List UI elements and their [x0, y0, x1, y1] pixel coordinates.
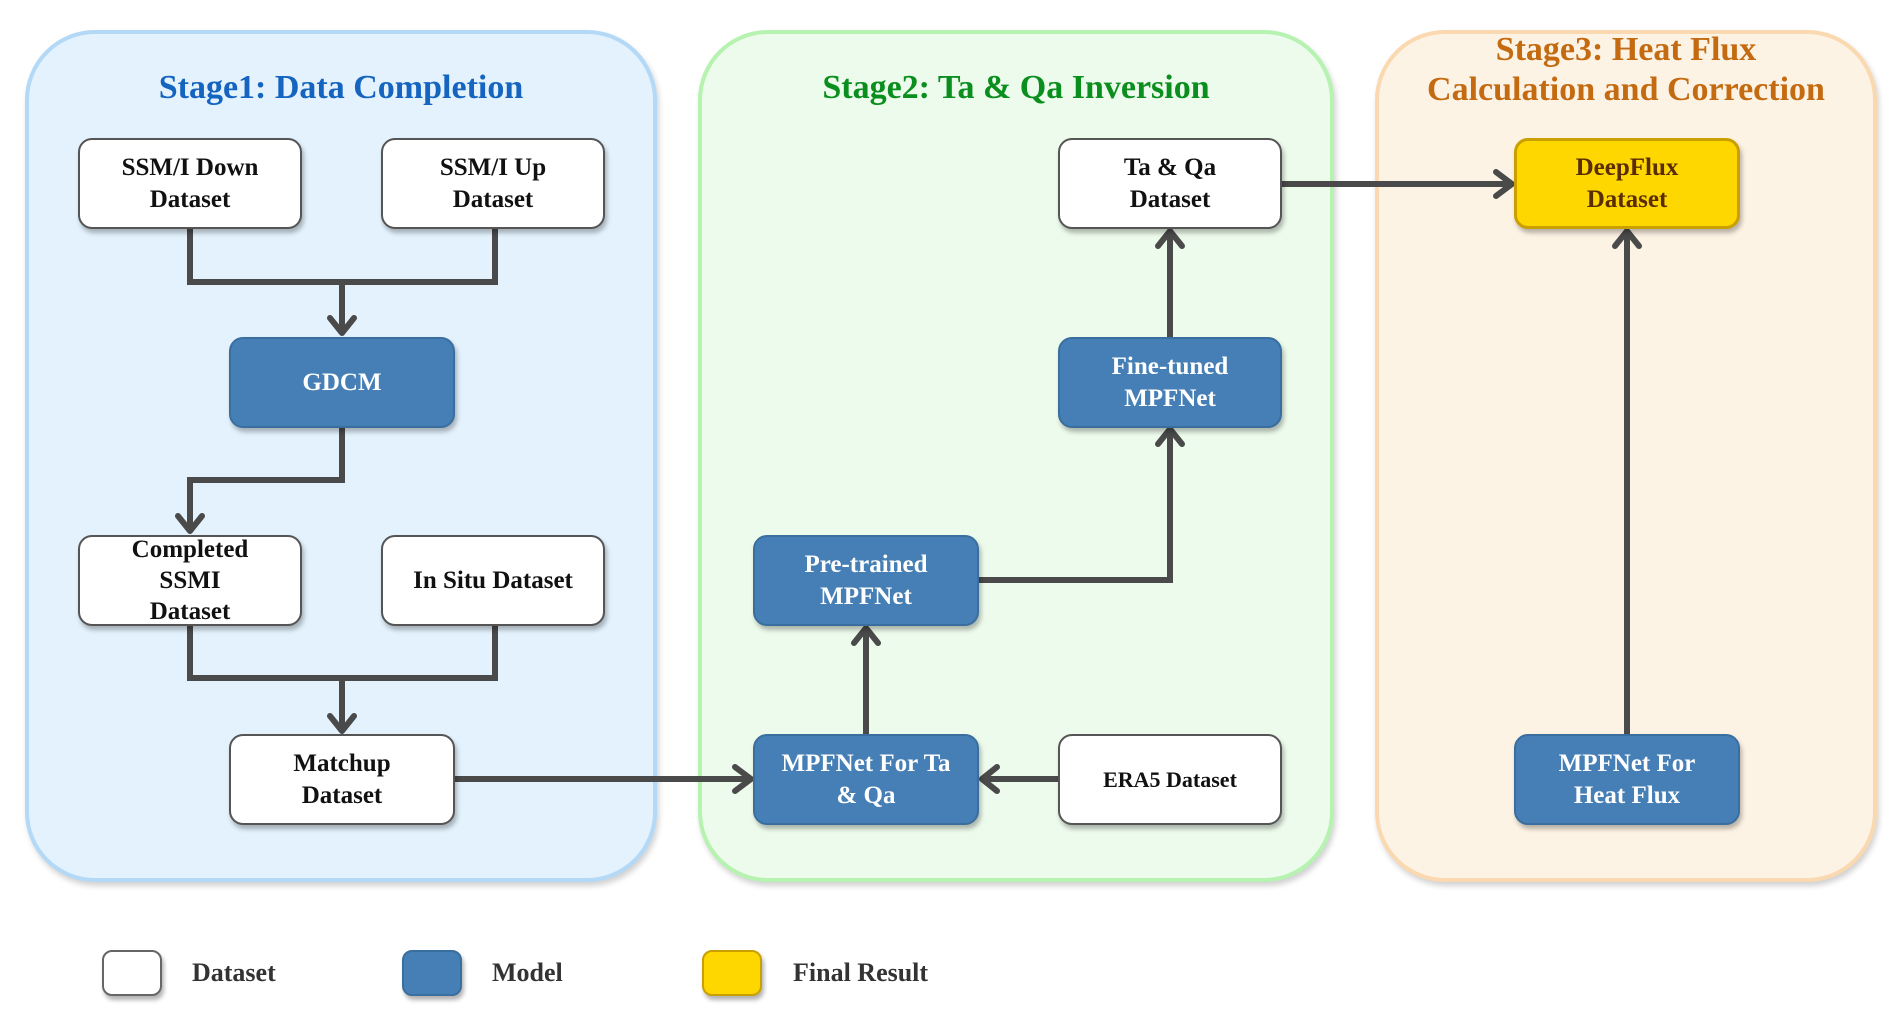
legend-label-final-result: Final Result [793, 958, 929, 987]
node-era5-dataset: ERA5 Dataset [1058, 734, 1282, 825]
stage1-title: Stage1: Data Completion [158, 69, 524, 106]
legend-label-dataset: Dataset [192, 958, 276, 987]
node-ta-qa-dataset: Ta & Qa Dataset [1058, 138, 1282, 229]
stage3-title-line1: Stage3: Heat Flux [1495, 31, 1757, 68]
node-deepflux-dataset: DeepFlux Dataset [1514, 138, 1740, 229]
legend-swatch-model [402, 950, 462, 996]
node-gdcm: GDCM [229, 337, 455, 428]
node-matchup-dataset: Matchup Dataset [229, 734, 455, 825]
stage2-title: Stage2: Ta & Qa Inversion [822, 69, 1210, 106]
node-ssmi-up-dataset: SSM/I Up Dataset [381, 138, 605, 229]
node-mpfnet-for-ta-qa: MPFNet For Ta & Qa [753, 734, 979, 825]
node-fine-tuned-mpfnet: Fine-tuned MPFNet [1058, 337, 1282, 428]
stage3-title-line2: Calculation and Correction [1427, 71, 1825, 108]
node-mpfnet-for-heat-flux: MPFNet For Heat Flux [1514, 734, 1740, 825]
node-in-situ-dataset: In Situ Dataset [381, 535, 605, 626]
legend-label-model: Model [492, 958, 563, 987]
legend-swatch-dataset [102, 950, 162, 996]
node-ssmi-down-dataset: SSM/I Down Dataset [78, 138, 302, 229]
legend-swatch-final-result [702, 950, 762, 996]
node-pre-trained-mpfnet: Pre-trained MPFNet [753, 535, 979, 626]
node-completed-ssmi-dataset: Completed SSMI Dataset [78, 535, 302, 626]
